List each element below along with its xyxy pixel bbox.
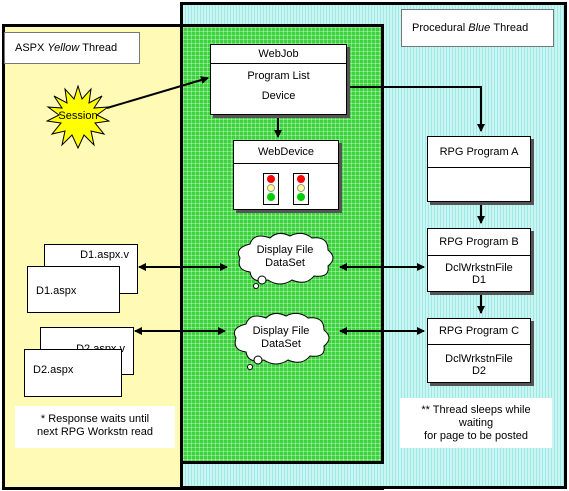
rpg-program-c-box: RPG Program C DclWrkstnFile D2 xyxy=(427,318,531,383)
display-file-dataset-cloud-bottom xyxy=(233,312,330,370)
d1-aspx-document: D1.aspx xyxy=(27,266,120,313)
d1-aspx-v-label: D1.aspx.v xyxy=(80,249,129,261)
cloud-top-line1: Display File xyxy=(256,244,314,256)
rpg-program-b-box: RPG Program B DclWrkstnFile D1 xyxy=(427,228,531,292)
rpg-program-c-title: RPG Program C xyxy=(428,319,530,345)
webdevice-box: WebDevice xyxy=(233,140,339,210)
d2-aspx-label: D2.aspx xyxy=(33,364,74,376)
session-sun-shape xyxy=(46,85,110,149)
yellow-note-line2: next RPG Workstn read xyxy=(37,426,153,438)
display-file-dataset-cloud-top xyxy=(237,232,334,289)
blue-thread-note: ** Thread sleeps while waiting for page … xyxy=(400,398,552,448)
d1-aspx-label: D1.aspx xyxy=(36,285,77,297)
yellow-thread-label: ASPX Yellow Thread xyxy=(4,32,140,64)
webdevice-title: WebDevice xyxy=(234,141,338,164)
rpg-program-c-line1: DclWrkstnFile xyxy=(445,353,513,365)
webjob-device: Device xyxy=(261,90,296,102)
yellow-note-line1: * Response waits until xyxy=(40,413,150,425)
rpg-program-b-line1: DclWrkstnFile xyxy=(445,262,513,274)
rpg-program-a-title: RPG Program A xyxy=(428,137,530,168)
rpg-program-b-title: RPG Program B xyxy=(428,229,530,256)
webjob-title: WebJob xyxy=(211,45,346,64)
rpg-program-b-line2: D1 xyxy=(471,274,487,286)
cloud-bottom-line2: DataSet xyxy=(261,338,301,350)
webjob-box: WebJob Program List Device xyxy=(210,44,347,115)
blue-note-line3: for page to be posted xyxy=(424,430,528,442)
webjob-to-program-a-arrow xyxy=(346,86,485,132)
session-to-webjob-arrow xyxy=(106,76,209,109)
d2-aspx-document: D2.aspx xyxy=(24,349,122,397)
webjob-program-list: Program List xyxy=(247,70,310,82)
rpg-program-a-box: RPG Program A xyxy=(427,136,531,202)
blue-thread-label: Procedural Blue Thread xyxy=(401,9,554,47)
cloud-bottom-line1: Display File xyxy=(252,325,310,337)
blue-note-line2: waiting xyxy=(458,417,494,429)
yellow-thread-note: * Response waits until next RPG Workstn … xyxy=(15,406,175,448)
traffic-light-icon xyxy=(263,173,279,205)
traffic-light-icon xyxy=(293,173,309,205)
cloud-top-line2: DataSet xyxy=(265,257,305,269)
session-label: Session xyxy=(58,110,98,122)
rpg-program-c-line2: D2 xyxy=(471,365,487,377)
blue-note-line1: ** Thread sleeps while xyxy=(421,404,531,416)
